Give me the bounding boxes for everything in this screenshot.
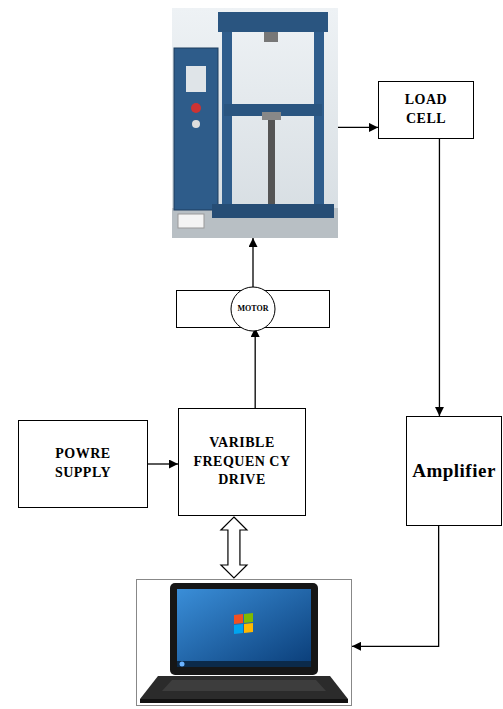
screw-rod bbox=[268, 116, 275, 204]
connector-arrow bbox=[252, 238, 253, 290]
laptop-illustration bbox=[136, 579, 352, 706]
text-group: MOTOR bbox=[238, 304, 269, 315]
start-button bbox=[180, 662, 185, 667]
top-crosshead bbox=[218, 12, 328, 32]
keyboard bbox=[162, 680, 326, 691]
text-group: LOAD CELL bbox=[379, 85, 473, 135]
double-block-arrow bbox=[221, 517, 247, 578]
machine-base bbox=[212, 204, 334, 218]
connector-arrow bbox=[439, 139, 440, 416]
control-knob bbox=[192, 120, 200, 128]
laptop-screen bbox=[177, 589, 311, 667]
photo-ground bbox=[172, 8, 338, 238]
windows-logo bbox=[234, 613, 253, 634]
control-panel bbox=[186, 66, 206, 92]
connector-arrow bbox=[338, 127, 378, 128]
control-knob bbox=[191, 103, 201, 113]
text-group: POWRE SUPPLY bbox=[19, 439, 147, 489]
laptop-edge bbox=[140, 699, 348, 703]
box-label: LOAD CELL bbox=[387, 91, 465, 129]
text-group: VARIBLE FREQUEN CY DRIVE bbox=[179, 428, 305, 497]
process-box: POWRE SUPPLY bbox=[18, 420, 148, 508]
process-box: VARIBLE FREQUEN CY DRIVE bbox=[178, 408, 306, 516]
box-label: VARIBLE FREQUEN CY DRIVE bbox=[187, 434, 297, 491]
process-box: Amplifier bbox=[406, 416, 502, 526]
testing-machine-photo bbox=[172, 8, 338, 238]
motor-circle bbox=[231, 287, 275, 331]
laptop-frame bbox=[136, 579, 352, 706]
control-cabinet bbox=[174, 48, 218, 210]
papers bbox=[178, 214, 204, 228]
laptop-base bbox=[140, 676, 348, 699]
motor-box: MOTOR bbox=[176, 290, 330, 328]
lower-grip bbox=[262, 112, 281, 120]
connector-arrow bbox=[352, 526, 439, 646]
text-group: Amplifier bbox=[407, 452, 501, 490]
connector-arrow bbox=[148, 463, 178, 464]
upper-grip bbox=[264, 32, 278, 42]
process-box: LOAD CELL bbox=[378, 81, 474, 139]
box-label: POWRE SUPPLY bbox=[27, 445, 139, 483]
motor-label: MOTOR bbox=[238, 304, 269, 315]
testing-machine-photo bbox=[172, 8, 338, 238]
box-label: Amplifier bbox=[412, 458, 496, 484]
taskbar bbox=[177, 661, 311, 667]
laptop-lid bbox=[170, 583, 318, 675]
connector-arrow bbox=[255, 328, 256, 408]
